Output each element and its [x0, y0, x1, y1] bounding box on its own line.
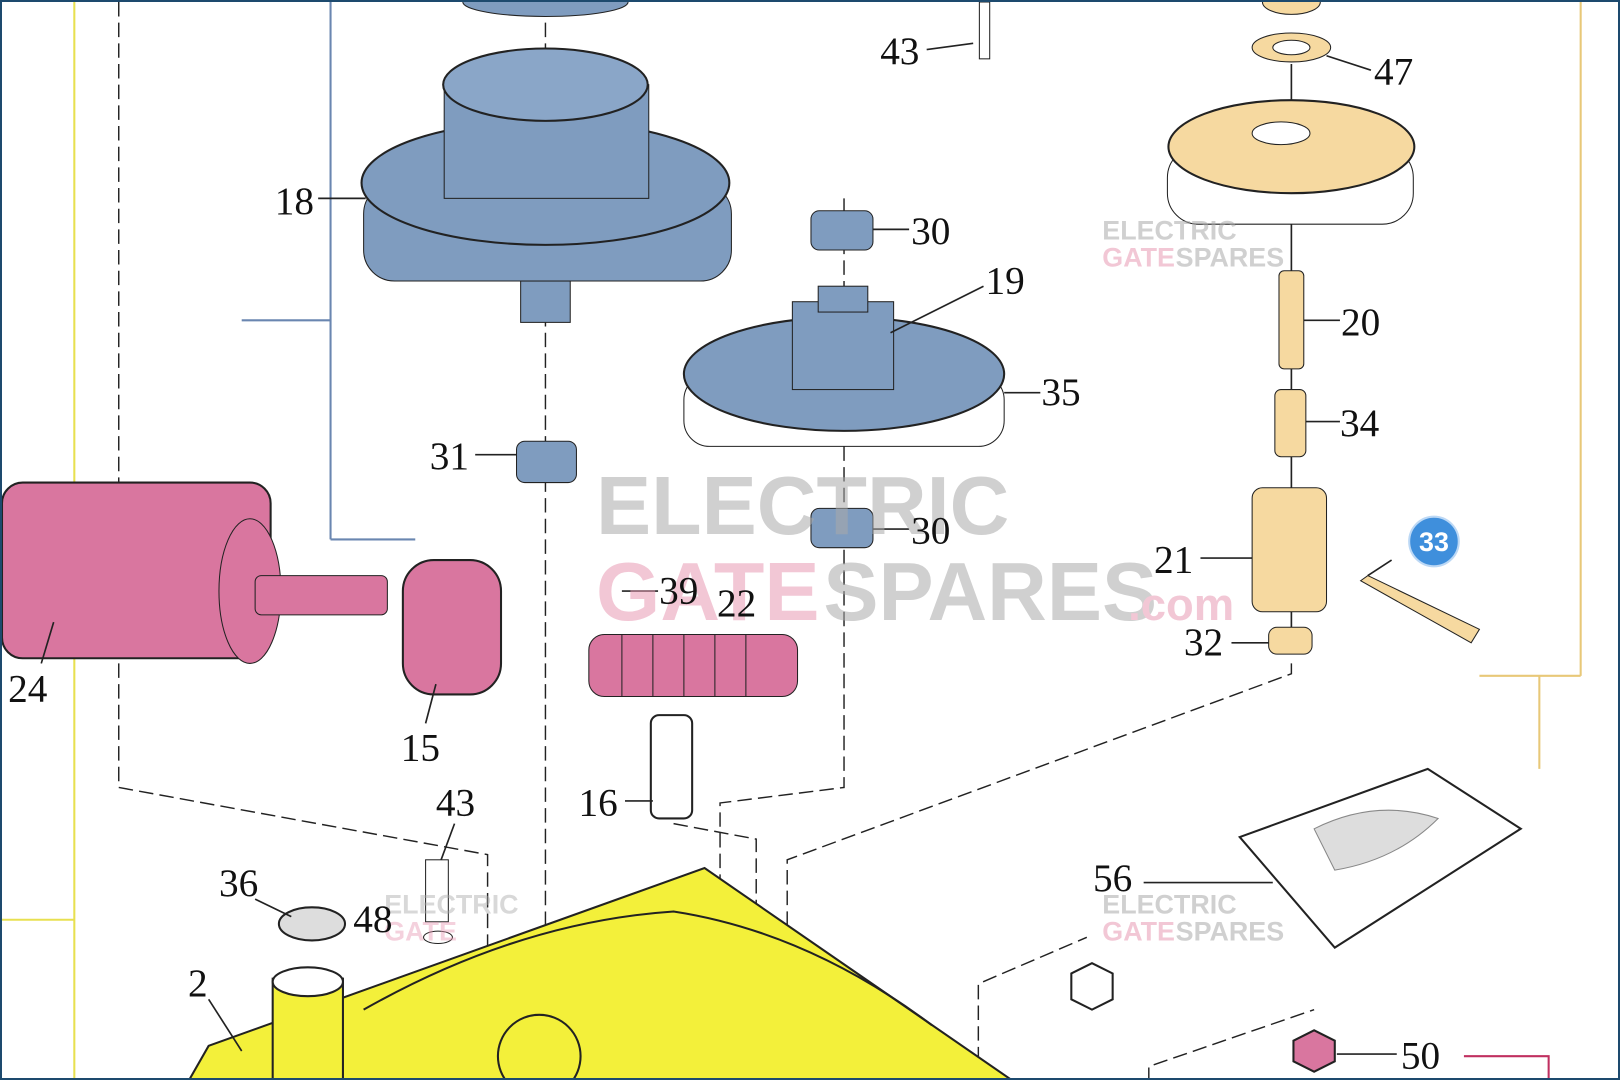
label-20: 20 [1341, 301, 1380, 344]
part-31-bushing[interactable] [515, 440, 577, 484]
watermark-line2b: SPARES [1176, 916, 1284, 946]
label-47: 47 [1374, 51, 1413, 94]
watermark-line1: ELECTRIC [1102, 216, 1236, 246]
watermark-small-1: ELECTRIC GATE SPARES [1102, 216, 1284, 273]
label-15: 15 [401, 727, 440, 770]
part-22-worm[interactable] [588, 633, 799, 698]
label-30-bottom: 30 [911, 510, 950, 553]
leader-lines [40, 42, 1397, 1055]
part-35-gear[interactable] [682, 285, 1006, 447]
watermark-line2a: GATE [596, 545, 819, 638]
small-parts[interactable] [277, 2, 1336, 1073]
part-24-motor[interactable] [2, 481, 388, 664]
label-48: 48 [353, 898, 392, 941]
label-18: 18 [275, 180, 314, 223]
watermark-line1: ELECTRIC [596, 459, 1009, 552]
label-32: 32 [1184, 621, 1223, 664]
badge-label-33: 33 [1419, 527, 1449, 557]
watermark-line2a: GATE [384, 916, 457, 946]
watermark-suffix: .com [1128, 579, 1234, 630]
label-35: 35 [1041, 371, 1080, 414]
label-39: 39 [659, 569, 698, 612]
watermark-line2a: GATE [1102, 243, 1175, 273]
watermark-line2b: SPARES [1176, 243, 1284, 273]
label-2: 2 [188, 962, 208, 1005]
label-24: 24 [8, 668, 48, 711]
label-22: 22 [717, 582, 756, 625]
part-30-bushing[interactable] [810, 210, 874, 549]
watermark-line2a: GATE [1102, 916, 1175, 946]
part-2-base[interactable] [188, 866, 1015, 1080]
part-56-bag[interactable] [1237, 767, 1523, 949]
label-30-top: 30 [911, 210, 950, 253]
part-15-coupling[interactable] [401, 559, 503, 696]
label-21: 21 [1154, 538, 1193, 581]
part-labels: 43 47 18 30 19 20 35 34 31 30 21 39 22 3… [8, 30, 1440, 1078]
watermark-line1: ELECTRIC [384, 890, 518, 920]
label-43: 43 [880, 30, 919, 73]
part-tan-gear[interactable] [1166, 2, 1481, 655]
label-31: 31 [430, 435, 469, 478]
watermark-line2b: SPARES [823, 545, 1157, 638]
label-16: 16 [579, 781, 618, 824]
label-19: 19 [986, 259, 1025, 302]
label-34: 34 [1340, 402, 1380, 445]
watermark-small-2: ELECTRIC GATE SPARES [1102, 890, 1284, 947]
part-16-pin[interactable] [649, 714, 694, 820]
label-36: 36 [219, 862, 258, 905]
label-43-lower: 43 [436, 781, 475, 824]
label-50: 50 [1401, 1035, 1440, 1078]
label-56: 56 [1093, 857, 1132, 900]
watermark-line1: ELECTRIC [1102, 890, 1236, 920]
watermark-center: ELECTRIC GATE SPARES .com [596, 459, 1234, 638]
part-18-gear[interactable] [360, 2, 732, 323]
part-33-badge[interactable]: 33 [1408, 515, 1460, 568]
watermark-small-3: ELECTRIC GATE [384, 890, 518, 947]
